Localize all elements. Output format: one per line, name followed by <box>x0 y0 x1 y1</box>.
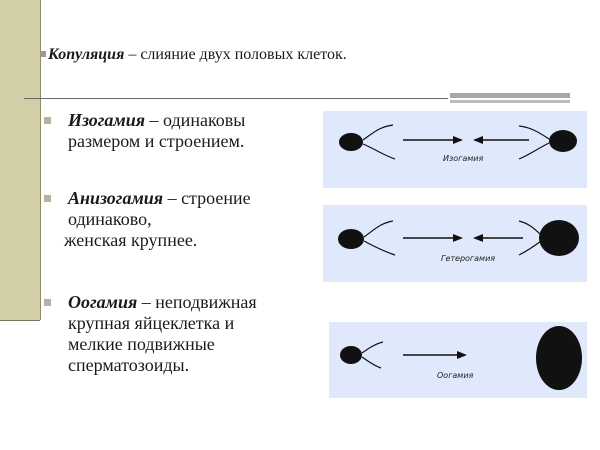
diagram-caption: Гетерогамия <box>441 254 495 263</box>
title-divider <box>24 98 448 99</box>
bullet-term: Анизогамия <box>68 188 164 208</box>
bullet-line: – строение <box>163 188 251 208</box>
flagellum <box>363 220 394 238</box>
isogamy-diagram: Изогамия <box>323 111 587 188</box>
side-strip-border <box>40 0 41 320</box>
divider-accent-bar-2 <box>450 100 570 103</box>
arrowhead <box>453 234 463 242</box>
title-bullet-icon <box>40 51 46 57</box>
bullet-line: размером и строением. <box>68 131 245 151</box>
side-strip-bottom-line <box>0 320 40 321</box>
bullet-line: мелкие подвижные <box>68 334 215 354</box>
diagram-caption: Изогамия <box>443 154 483 163</box>
flagellum <box>361 356 382 369</box>
bullet-square-icon <box>44 299 51 306</box>
egg-cell <box>536 326 582 390</box>
decorative-side-strip <box>0 0 40 320</box>
sperm-cell <box>340 346 362 364</box>
arrowhead <box>473 234 483 242</box>
bullet-term: Изогамия <box>68 110 146 130</box>
flagellum <box>518 142 550 160</box>
title-term: Копуляция <box>48 46 125 63</box>
female-gamete <box>539 220 579 256</box>
male-gamete <box>338 229 364 249</box>
bullet-line: сперматозоиды. <box>68 355 190 375</box>
gamete-right <box>549 130 577 152</box>
oogamy-diagram: Оогамия <box>329 322 587 398</box>
slide-title: Копуляция – слияние двух половых клеток. <box>40 46 347 64</box>
bullet-line: – одинаковы <box>145 110 246 130</box>
bullet-line: крупная яйцеклетка и <box>68 313 235 333</box>
bullet-line: одинаково, <box>68 209 152 229</box>
arrowhead <box>457 351 467 359</box>
flagellum <box>361 341 384 354</box>
male-gamete-left <box>339 133 363 151</box>
flagellum <box>362 124 394 141</box>
bullet-line: – неподвижная <box>137 292 257 312</box>
flagellum <box>518 125 550 140</box>
bullet-term: Оогамия <box>68 292 138 312</box>
bullet-square-icon <box>44 117 51 124</box>
flagellum <box>362 143 396 160</box>
arrowhead <box>453 136 463 144</box>
arrowhead <box>473 136 483 144</box>
title-rest: – слияние двух половых клеток. <box>124 46 347 63</box>
flagellum <box>363 240 396 256</box>
diagram-caption: Оогамия <box>437 371 474 380</box>
flagellum <box>518 220 542 236</box>
bullet-square-icon <box>44 195 51 202</box>
flagellum <box>518 240 542 256</box>
heterogamy-diagram: Гетерогамия <box>323 205 587 282</box>
divider-accent-bar <box>450 93 570 98</box>
bullet-line: женская крупнее. <box>64 230 198 250</box>
